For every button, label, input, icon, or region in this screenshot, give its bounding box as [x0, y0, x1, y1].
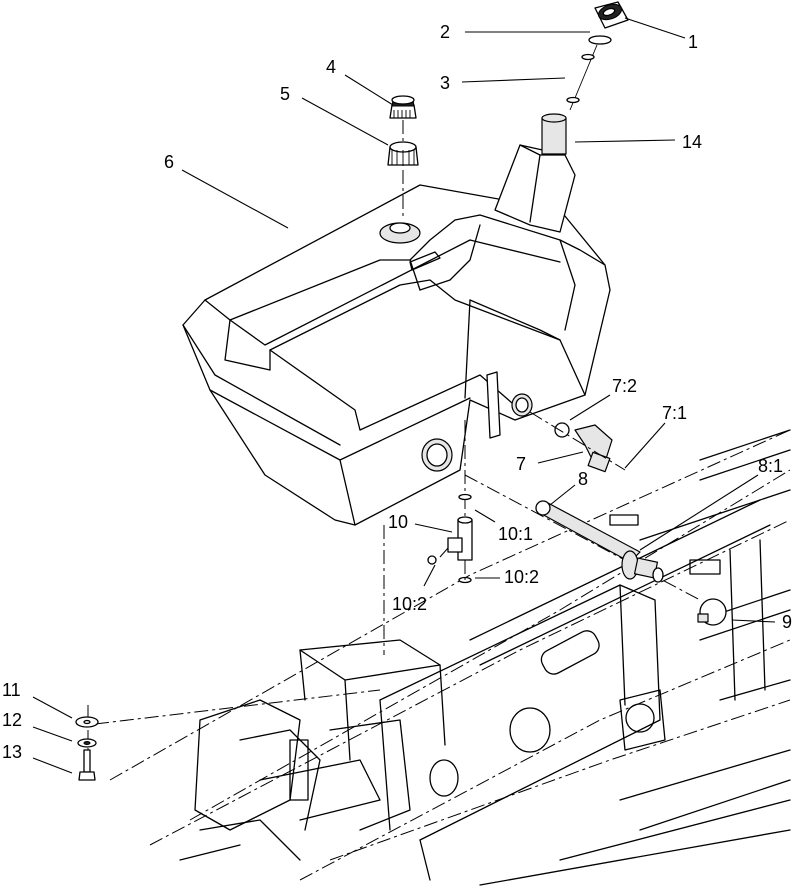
- callout-1: 1: [688, 32, 698, 52]
- callout-4: 4: [326, 57, 336, 77]
- filler-cap-parts: [566, 1, 629, 111]
- callout-7-2: 7:2: [612, 376, 637, 396]
- callout-8: 8: [578, 469, 588, 489]
- callout-10-1: 10:1: [498, 524, 533, 544]
- callout-9: 9: [782, 612, 792, 632]
- callout-2: 2: [440, 22, 450, 42]
- callout-5: 5: [280, 84, 290, 104]
- callout-13: 13: [2, 742, 22, 762]
- callout-11: 11: [2, 680, 21, 700]
- callout-10-2a: 10:2: [392, 594, 427, 614]
- frame-assembly: [94, 429, 791, 886]
- callout-14: 14: [682, 132, 702, 152]
- callout-7-1: 7:1: [662, 403, 687, 423]
- callout-7: 7: [516, 454, 526, 474]
- fittings-and-hose: [427, 411, 727, 626]
- callout-3: 3: [440, 73, 450, 93]
- callout-10: 10: [388, 512, 408, 532]
- callout-labels: 1 2 3 4 5 6 14 7:2 7:1 7 8 8:1 10 10:1 1…: [2, 22, 792, 762]
- fuel-tank: [182, 113, 611, 655]
- mounting-hardware: [75, 705, 99, 781]
- callout-12: 12: [2, 710, 22, 730]
- callout-6: 6: [164, 152, 174, 172]
- callout-10-2b: 10:2: [504, 567, 539, 587]
- leader-lines: [32, 17, 776, 774]
- callout-8-1: 8:1: [758, 456, 783, 476]
